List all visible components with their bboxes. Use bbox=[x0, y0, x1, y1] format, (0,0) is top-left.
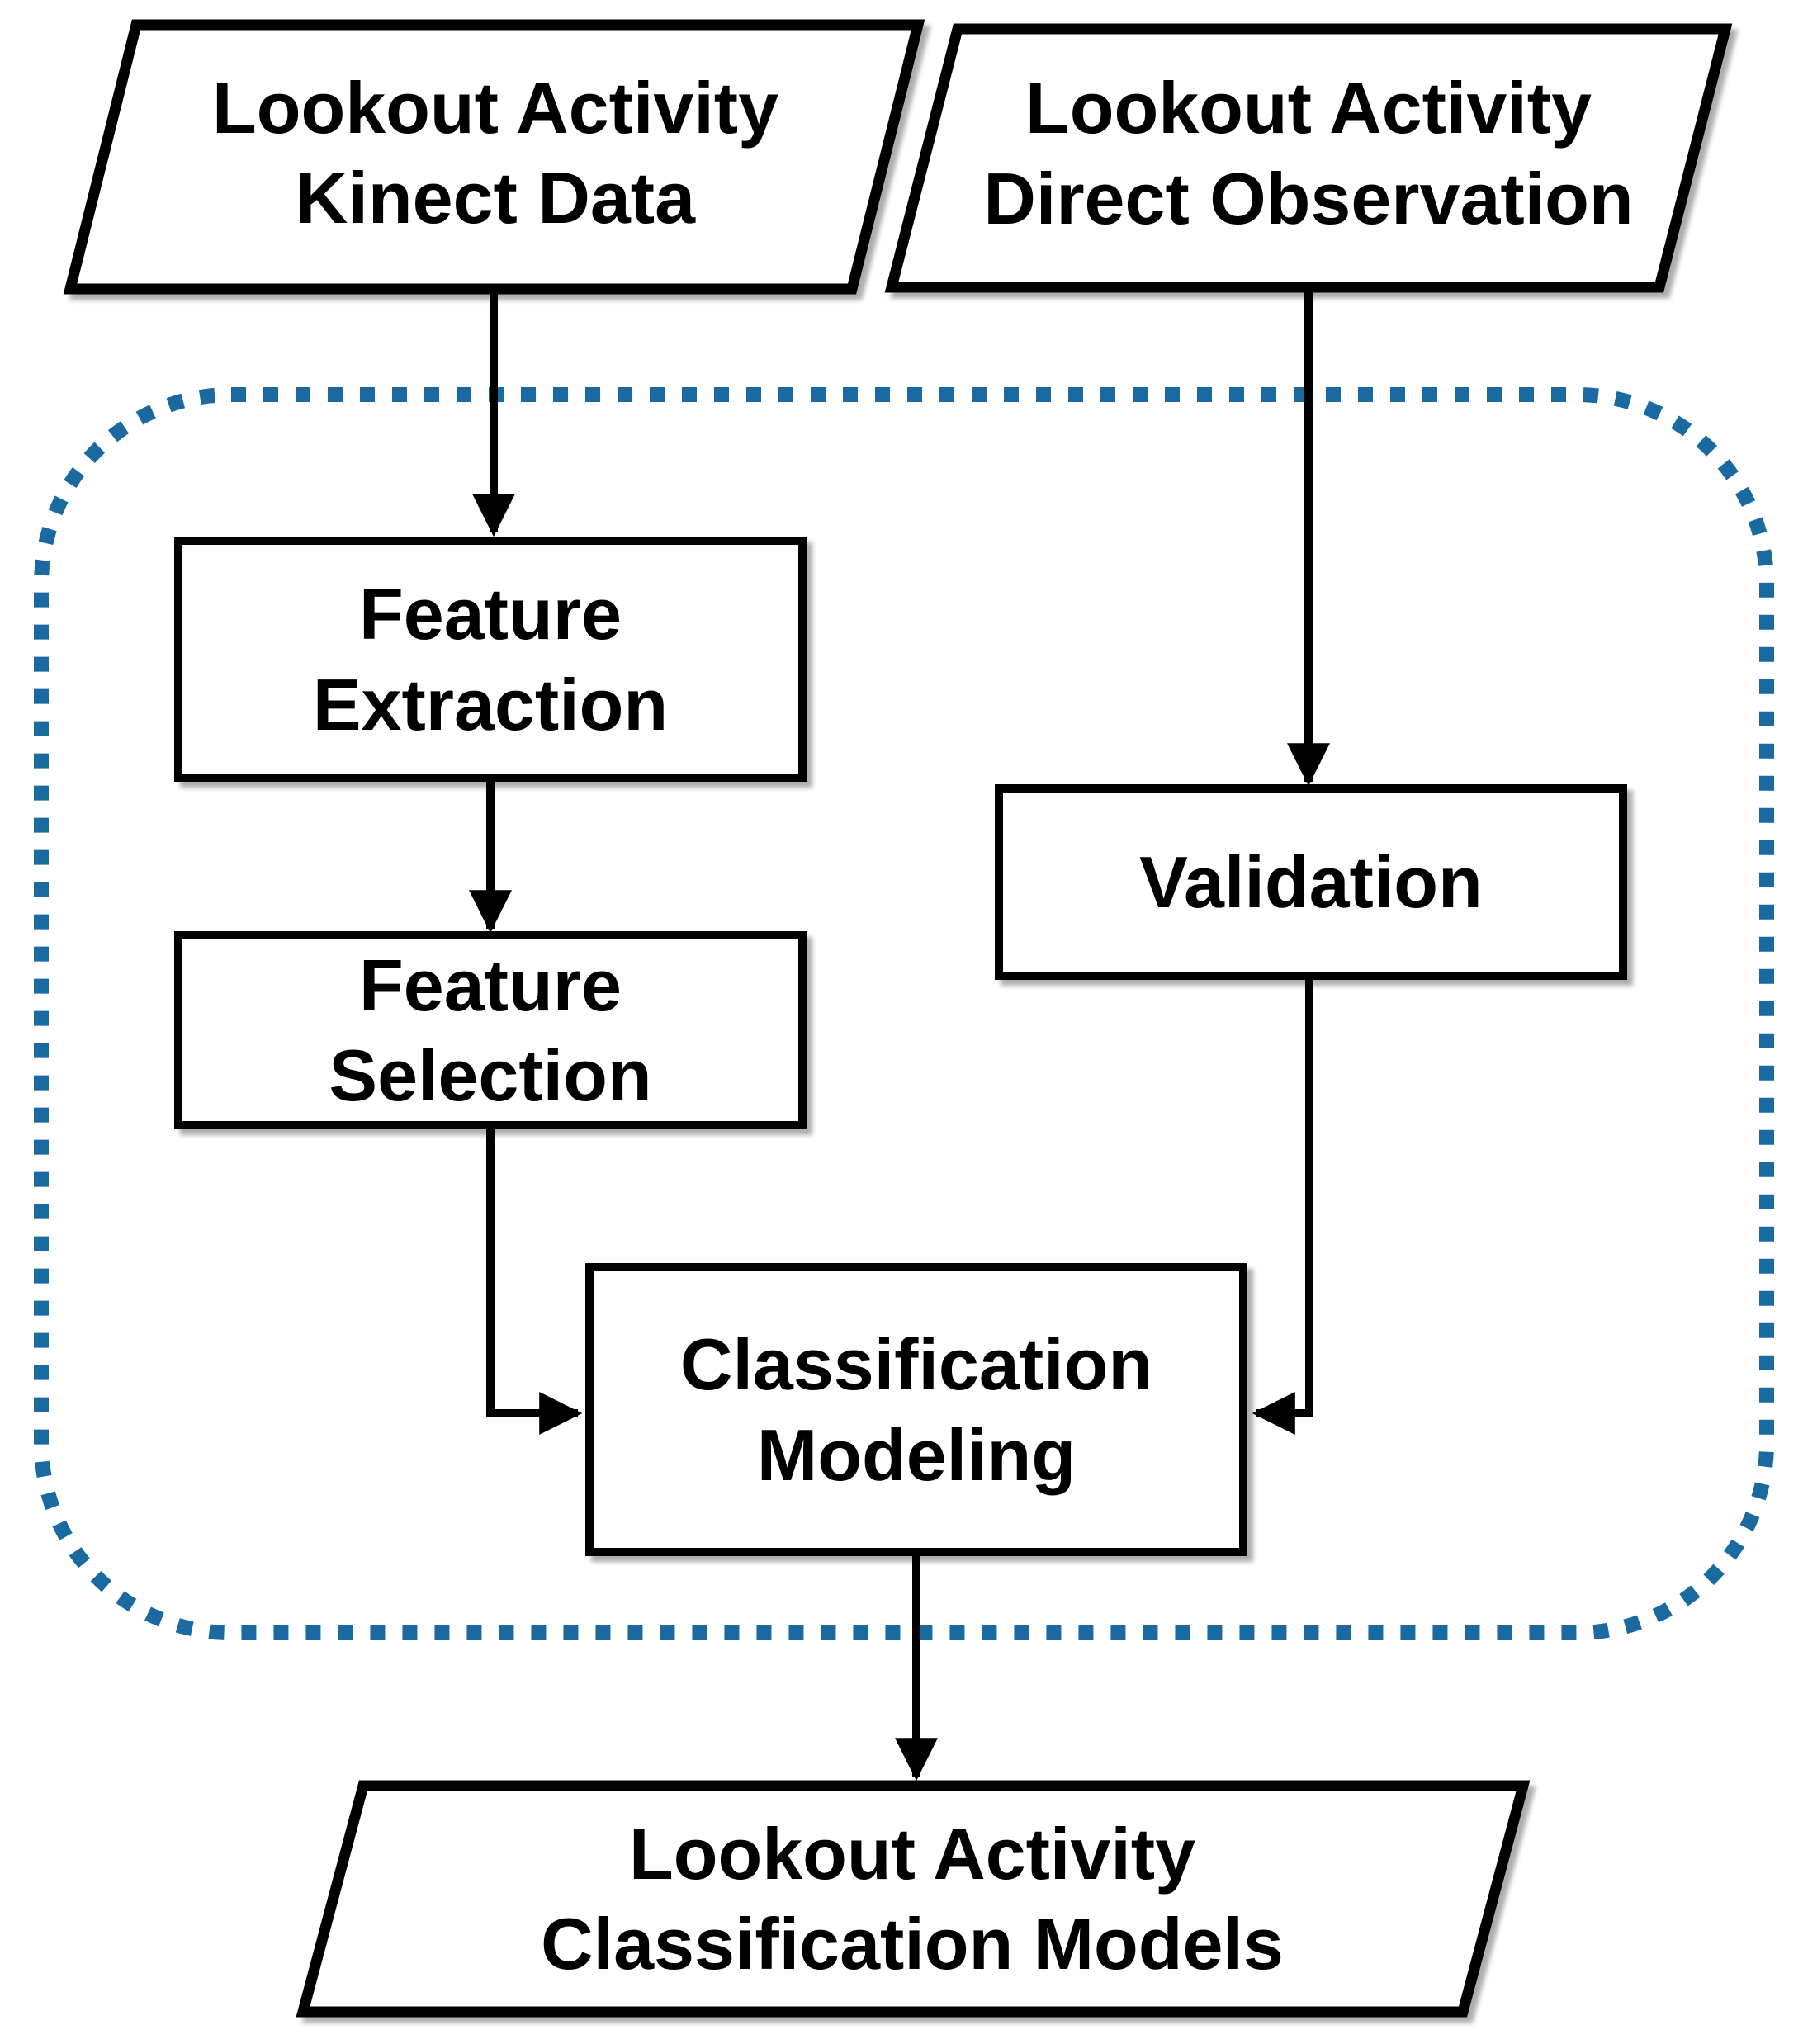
processing-boundary-dotted-border bbox=[34, 387, 1774, 1640]
validation-box bbox=[995, 784, 1627, 980]
feature-extraction-box bbox=[174, 537, 807, 782]
kinect-data-parallelogram bbox=[63, 19, 925, 295]
classification-modeling-box bbox=[585, 1263, 1247, 1556]
arrow-validation-to-classification-modeling bbox=[1252, 976, 1313, 1435]
arrow-feature-selection-to-classification-modeling bbox=[486, 1125, 583, 1435]
arrow-layer bbox=[469, 287, 1330, 1781]
feature-selection-box bbox=[174, 931, 807, 1129]
node-shape-layer bbox=[63, 19, 1733, 2018]
direct-observation-parallelogram bbox=[884, 23, 1733, 293]
classification-models-parallelogram bbox=[296, 1780, 1531, 2018]
